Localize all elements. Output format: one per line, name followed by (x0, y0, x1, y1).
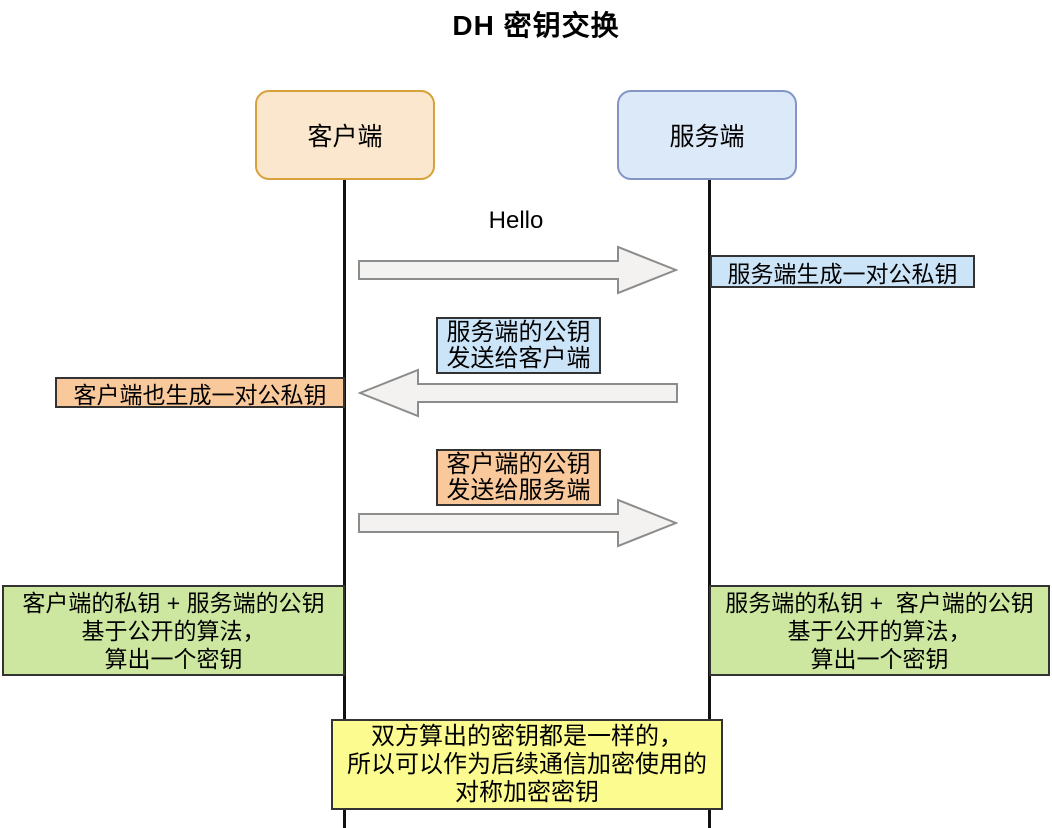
note-server-compute-key: 服务端的私钥 + 客户端的公钥 基于公开的算法， 算出一个密钥 (709, 585, 1050, 676)
note-conclusion: 双方算出的密钥都是一样的， 所以可以作为后续通信加密使用的 对称加密密钥 (331, 719, 723, 810)
note-text: 服务端生成一对公私钥 (727, 260, 958, 287)
note-text-line: 算出一个密钥 (104, 645, 243, 672)
actor-server-label: 服务端 (669, 123, 745, 151)
note-text-line: 基于公开的算法， (787, 617, 972, 644)
note-client-generates-keypair: 客户端也生成一对公私钥 (55, 377, 345, 408)
message-text-line: 发送给服务端 (446, 476, 591, 504)
note-text-line: 客户端的私钥 + 服务端的公钥 (22, 589, 325, 616)
actor-server: 服务端 (617, 90, 797, 180)
message-client-pubkey-label: 客户端的公钥 发送给服务端 (436, 449, 601, 506)
note-text-line: 基于公开的算法， (81, 617, 266, 644)
client-pubkey-arrow (358, 498, 678, 548)
note-text-line: 对称加密密钥 (455, 778, 599, 806)
page-title: DH 密钥交换 (452, 10, 620, 41)
message-text-line: 发送给客户端 (446, 344, 591, 372)
note-text-line: 算出一个密钥 (810, 645, 949, 672)
message-server-pubkey-label: 服务端的公钥 发送给客户端 (436, 317, 601, 374)
note-text: 客户端也生成一对公私钥 (73, 381, 327, 408)
note-server-generates-keypair: 服务端生成一对公私钥 (710, 255, 975, 288)
note-text-line: 所以可以作为后续通信加密使用的 (347, 750, 707, 778)
message-text-line: 客户端的公钥 (446, 450, 591, 478)
right-arrow-icon (358, 245, 678, 295)
note-text-line: 双方算出的密钥都是一样的， (371, 722, 683, 750)
actor-client: 客户端 (255, 90, 435, 180)
note-text-line: 服务端的私钥 + 客户端的公钥 (725, 589, 1034, 616)
message-hello-label: Hello (488, 207, 544, 234)
hello-arrow (358, 245, 678, 295)
message-text-line: 服务端的公钥 (446, 318, 591, 346)
server-pubkey-arrow (358, 368, 678, 418)
actor-client-label: 客户端 (307, 123, 383, 151)
right-arrow-icon (358, 498, 678, 548)
server-lifeline (708, 178, 711, 828)
left-arrow-icon (358, 368, 678, 418)
note-client-compute-key: 客户端的私钥 + 服务端的公钥 基于公开的算法， 算出一个密钥 (2, 585, 345, 676)
client-lifeline (343, 178, 346, 828)
